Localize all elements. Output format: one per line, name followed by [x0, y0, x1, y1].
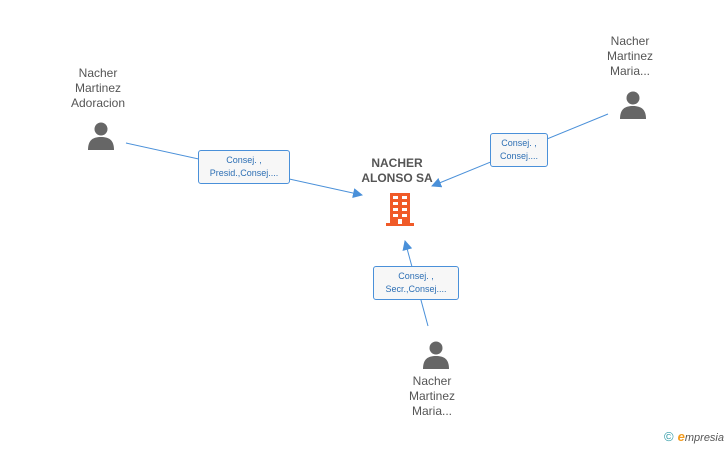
- building-icon[interactable]: [384, 192, 416, 226]
- brand-logo: empresia: [677, 429, 724, 444]
- role-label-person-1[interactable]: Consej. , Presid.,Consej....: [198, 150, 290, 184]
- person-icon[interactable]: [618, 89, 648, 119]
- person-1-name[interactable]: Nacher Martinez Adoracion: [70, 66, 126, 110]
- company-name[interactable]: NACHER ALONSO SA: [361, 156, 433, 185]
- role-label-person-2[interactable]: Consej. , Consej....: [490, 133, 548, 167]
- person-icon[interactable]: [421, 339, 451, 369]
- person-3-name[interactable]: Nacher Martinez Maria...: [408, 374, 455, 418]
- person-2-name[interactable]: Nacher Martinez Maria...: [606, 34, 653, 78]
- copyright-icon: ©: [664, 429, 674, 444]
- person-icon[interactable]: [86, 120, 116, 150]
- role-label-person-3[interactable]: Consej. , Secr.,Consej....: [373, 266, 459, 300]
- empresia-watermark: © empresia: [664, 429, 724, 444]
